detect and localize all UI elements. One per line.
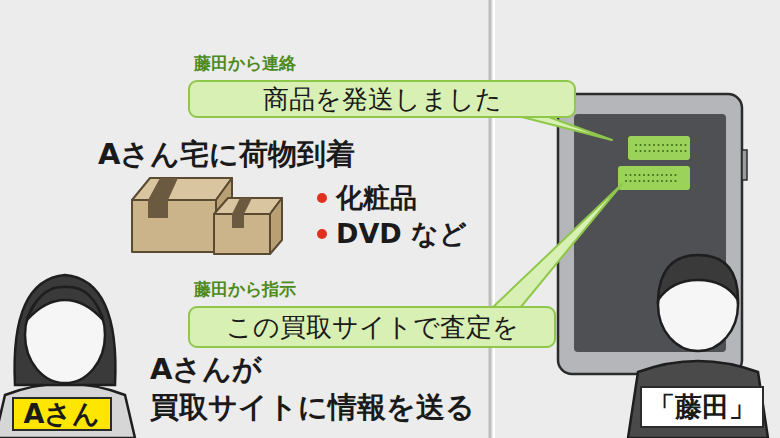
screen-dot	[661, 174, 663, 176]
bubble-heading: 藤田から連絡	[194, 52, 576, 74]
screen-dot	[630, 174, 632, 176]
screen-dot	[639, 180, 641, 182]
heading-text: Aさん宅に荷物到着	[98, 136, 355, 172]
person-a	[0, 275, 135, 438]
screen-dot	[666, 180, 668, 182]
speech-bubble: 藤田から指示この買取サイトで査定を	[188, 278, 556, 348]
bubble-body: この買取サイトで査定を	[188, 306, 556, 348]
name-text: Aさん	[24, 398, 101, 430]
screen-dot	[634, 180, 636, 182]
screen-dot	[653, 150, 655, 152]
bullet-dot	[317, 229, 327, 239]
screen-dot	[634, 174, 636, 176]
speech-bubble: 藤田から連絡商品を発送しました	[188, 52, 576, 118]
screen-dot	[657, 180, 659, 182]
screen-dot	[676, 144, 678, 146]
screen-dot	[635, 150, 637, 152]
screen-dot	[658, 144, 660, 146]
bubble-text: 商品を発送しました	[263, 84, 502, 114]
screen-dot	[630, 180, 632, 182]
screen-dot	[685, 144, 687, 146]
screen-dot	[644, 150, 646, 152]
screen-dot	[670, 174, 672, 176]
person-fujita	[628, 255, 768, 438]
smartphone	[558, 94, 747, 374]
screen-dot	[652, 180, 654, 182]
screen-dot	[675, 174, 677, 176]
screen-dot	[675, 180, 677, 182]
item-text: DVD など	[336, 217, 467, 251]
screen-dot	[662, 150, 664, 152]
screen-dot	[649, 150, 651, 152]
screen-dot	[640, 150, 642, 152]
screen-dot	[648, 180, 650, 182]
screen-dot	[661, 180, 663, 182]
screen-dot	[625, 174, 627, 176]
screen-dot	[625, 180, 627, 182]
screen-dot	[643, 174, 645, 176]
bubble-tail	[492, 184, 622, 308]
screen-dot	[667, 150, 669, 152]
screen-dot	[657, 174, 659, 176]
divider-line	[493, 0, 495, 438]
screen-dot	[680, 150, 682, 152]
screen-dot	[648, 174, 650, 176]
screen-dot	[640, 144, 642, 146]
bubble-heading: 藤田から指示	[194, 278, 556, 300]
action-text: Aさんが 買取サイトに情報を送る	[150, 350, 490, 426]
screen-dot	[658, 150, 660, 152]
screen-dot	[644, 144, 646, 146]
divider-line	[489, 0, 492, 438]
parcel-boxes	[132, 178, 282, 254]
screen-dot	[685, 150, 687, 152]
bubble-tail	[518, 116, 612, 140]
screen-dot	[653, 144, 655, 146]
name-text: 「藤田」	[648, 391, 756, 423]
screen-dot	[671, 150, 673, 152]
name-tag: 「藤田」	[640, 386, 764, 428]
screen-dot	[662, 144, 664, 146]
screen-dot	[676, 150, 678, 152]
screen-dot	[680, 144, 682, 146]
bubble-text: この買取サイトで査定を	[226, 312, 519, 342]
screen-dot	[635, 144, 637, 146]
bullet-dot	[317, 193, 327, 203]
screen-dot	[670, 180, 672, 182]
screen-dot	[666, 174, 668, 176]
screen-dot	[671, 144, 673, 146]
screen-dot	[649, 144, 651, 146]
screen-dot	[667, 144, 669, 146]
item-text: 化粧品	[336, 181, 417, 215]
bubble-body: 商品を発送しました	[188, 80, 576, 118]
screen-dot	[652, 174, 654, 176]
screen-dot	[639, 174, 641, 176]
name-tag: Aさん	[12, 397, 112, 431]
screen-dot	[643, 180, 645, 182]
